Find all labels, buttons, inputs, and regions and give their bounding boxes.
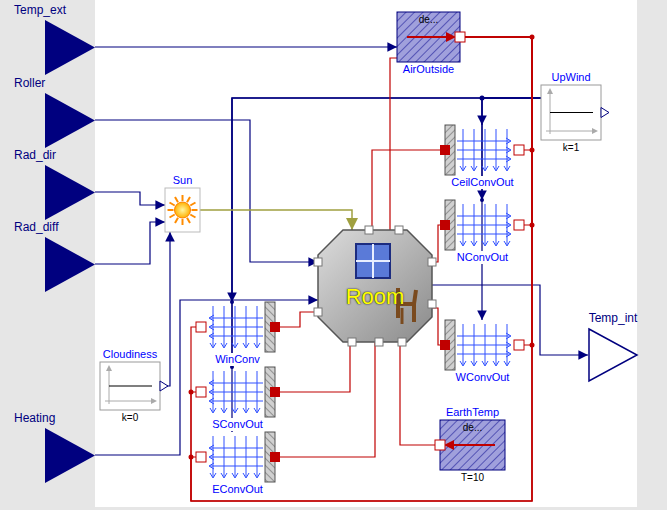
block-label: k=0 [121, 411, 139, 424]
block-label: WinConv [214, 353, 261, 366]
block-label: EConvOut [211, 483, 264, 496]
signal-connector [160, 232, 170, 386]
heat-connector [400, 342, 440, 445]
signal-connector [95, 46, 397, 47]
block-label: T=10 [460, 471, 485, 484]
block-label: NConvOut [456, 251, 509, 264]
block-label: Roller [14, 77, 45, 90]
block-icon [45, 20, 95, 75]
block-icon [445, 320, 520, 370]
block-icon [45, 93, 95, 148]
convection-block: WConvOut [445, 320, 520, 370]
convection-block: WinConv [200, 302, 275, 352]
sun-block: Sun [165, 188, 200, 232]
signal-connector [232, 98, 541, 432]
block-label: Heating [14, 412, 55, 425]
block-label: de... [419, 13, 438, 26]
heat-connector [432, 308, 445, 345]
signal-connector [232, 98, 541, 302]
signal-connector [95, 192, 165, 205]
block-label: k=1 [562, 141, 580, 154]
block-icon [200, 367, 275, 417]
signal-connector [95, 300, 318, 455]
block-icon [445, 125, 520, 175]
convection-block: CeilConvOut [445, 125, 520, 175]
block-label: Cloudiness [102, 348, 158, 361]
block-label: de... [463, 421, 482, 434]
convection-block: NConvOut [445, 200, 520, 250]
block-label: WConvOut [455, 371, 511, 384]
heat-connector [372, 150, 445, 230]
boundary-temperature: EarthTempde...T=10 [440, 420, 505, 470]
input-connector: Heating [12, 414, 95, 483]
room-block: Room [318, 230, 432, 342]
block-label: Rad_diff [14, 221, 58, 234]
heat-connector [191, 37, 532, 501]
heat-connector [275, 342, 350, 392]
block-icon [45, 237, 95, 292]
heat-connector [275, 312, 318, 327]
heat-connector [191, 37, 532, 501]
convection-block: SConvOut [200, 367, 275, 417]
output-connector: Temp_int [588, 312, 638, 382]
heat-connector [460, 37, 532, 345]
input-connector: Roller [12, 79, 95, 148]
signal-connector [95, 120, 318, 262]
block-label: UpWind [550, 71, 591, 84]
block-label: SConvOut [211, 418, 264, 431]
heat-connector [460, 37, 532, 225]
signal-connector [232, 98, 541, 367]
heat-connector [275, 342, 375, 457]
input-connector: Temp_ext [12, 6, 95, 75]
boundary-temperature: de...AirOutside [397, 12, 460, 62]
heat-connector [390, 58, 397, 230]
block-icon [100, 362, 160, 410]
block-icon [200, 432, 275, 482]
block-icon [541, 85, 601, 140]
heat-connector [432, 225, 445, 262]
block-label: EarthTemp [445, 406, 500, 419]
block-label: Temp_ext [14, 4, 66, 17]
block-icon [200, 302, 275, 352]
signal-connector [200, 210, 352, 230]
block-icon [588, 328, 638, 382]
block-label: AirOutside [402, 63, 455, 76]
signal-connector [95, 222, 165, 264]
block-label: Room [346, 284, 405, 310]
block-icon [165, 188, 200, 232]
block-label: Sun [172, 174, 194, 187]
constant-block: Cloudinessk=0 [100, 362, 160, 410]
input-connector: Rad_diff [12, 223, 95, 292]
block-label: Temp_int [589, 312, 638, 325]
block-icon [45, 165, 95, 220]
constant-block: UpWindk=1 [541, 85, 601, 140]
heat-connector [191, 37, 532, 501]
block-icon [445, 200, 520, 250]
convection-block: EConvOut [200, 432, 275, 482]
block-icon [45, 428, 95, 483]
block-label: CeilConvOut [450, 176, 514, 189]
input-connector: Rad_dir [12, 151, 95, 220]
block-label: Rad_dir [14, 149, 56, 162]
